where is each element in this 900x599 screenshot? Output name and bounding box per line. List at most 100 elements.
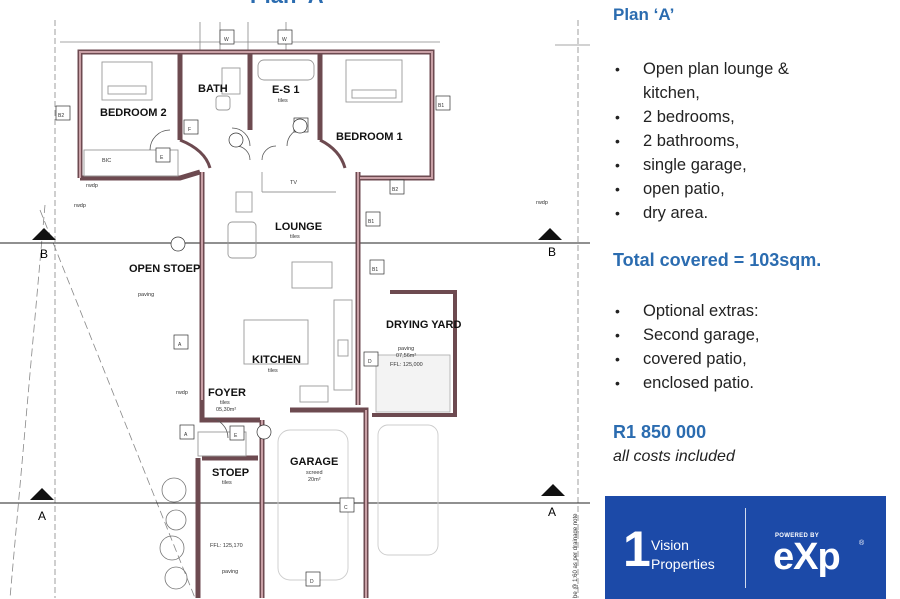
tag-b1: B1 [369,259,385,275]
rwdp-label: rwdp [74,203,86,209]
brand-name-line1: Vision [651,537,689,553]
feature-item: Open plan lounge & kitchen, [605,57,843,105]
svg-text:D: D [368,359,372,365]
section-a-right-label: A [548,505,556,519]
rwdp-label: rwdp [536,200,548,206]
svg-text:B2: B2 [58,113,64,119]
tag-d: D [363,351,379,367]
svg-text:B1: B1 [438,103,444,109]
extra-item: enclosed patio. [605,371,760,395]
tag-e: E [229,425,245,441]
stoep-finish: tiles [222,480,232,486]
features-list: Open plan lounge & kitchen, 2 bedrooms, … [605,57,843,225]
garage-area: 20m² [308,477,321,483]
tag-e: E [155,147,171,163]
extra-item: Second garage, [605,323,760,347]
tag-f: F [183,119,199,135]
kitchen-finish: tiles [268,368,278,374]
plan-title-fragment: Plan 'A' [250,0,329,8]
rwdp-label: rwdp [86,183,98,189]
front-paving: paving [222,569,238,575]
tag-w: W [277,29,293,45]
tag-c: C [339,497,355,513]
section-a: A A [0,484,590,523]
extra-item: covered patio, [605,347,760,371]
svg-text:D: D [310,579,314,585]
room-open-stoep: OPEN STOEP [129,263,200,275]
tag-b2: B2 [55,105,71,121]
tag-b1: B1 [435,95,451,111]
info-panel: Plan ‘A’ Open plan lounge & kitchen, 2 b… [605,0,895,599]
tags: W W B2 B1 B2 B1 B1 A A C F F E E D D [55,29,451,587]
drying-yard-ffl: FFL: 125,000 [390,362,423,368]
room-bath: BATH [198,83,228,95]
section-a-left-label: A [38,509,46,523]
svg-text:W: W [282,37,287,43]
price-note: all costs included [613,448,735,465]
extras-list: Optional extras: Second garage, covered … [605,299,760,395]
open-stoep-finish: paving [138,292,154,298]
drying-yard-finish: paving [398,346,414,352]
front-ffl: FFL: 125,170 [210,543,243,549]
brand-logo-box: 1 Vision Properties POWERED BY eXp ® [605,496,886,599]
floor-plan-drawing: Plan 'A' B B A A [0,0,590,599]
foyer-finish: tiles [220,400,230,406]
svg-text:B1: B1 [372,267,378,273]
plan-heading: Plan ‘A’ [613,5,675,24]
powered-by-label: POWERED BY [775,533,820,539]
feature-item: single garage, [605,153,843,177]
room-es1: E-S 1 [272,84,300,96]
room-kitchen: KITCHEN [252,354,301,366]
brand-number: 1 [623,521,651,577]
room-stoep: STOEP [212,467,249,479]
svg-text:E: E [160,155,164,161]
registered-mark: ® [859,540,865,547]
tag-b2: B2 [389,179,405,195]
exp-logo: eXp [773,536,841,578]
svg-text:F: F [188,127,191,133]
drainage-note: be @ 1:60 as per drainage note [573,513,579,598]
room-garage: GARAGE [290,456,338,468]
svg-text:C: C [344,505,348,511]
foyer-area: 05,30m² [216,407,236,413]
tag-a: A [173,334,189,350]
wall-infill [79,51,433,598]
section-b: B B [0,228,590,261]
price: R1 850 000 [613,422,707,442]
section-b-left-label: B [40,247,48,261]
brand-divider [745,508,746,588]
svg-text:B2: B2 [392,187,398,193]
room-foyer: FOYER [208,387,246,399]
drying-yard-area: 07,56m² [396,353,416,359]
feature-item: 2 bathrooms, [605,129,843,153]
section-b-right-label: B [548,245,556,259]
lounge-finish: tiles [290,234,300,240]
drying-yard-wall [372,290,457,417]
floor-plan-svg: Plan 'A' B B A A [0,0,590,599]
feature-item: 2 bedrooms, [605,105,843,129]
extra-item: Optional extras: [605,299,760,323]
tag-d: D [305,571,321,587]
room-lounge: LOUNGE [275,221,322,233]
finish-labels: tiles tiles paving paving 07,56m² FFL: 1… [74,98,548,575]
site-lines [9,20,590,599]
svg-text:A: A [178,342,182,348]
rwdp-label: rwdp [176,390,188,396]
trees [159,477,188,590]
bic-label: BIC [102,158,111,164]
brand-name: Vision Properties [651,536,715,574]
room-labels: BEDROOM 2 BATH E-S 1 BEDROOM 1 LOUNGE OP… [100,83,461,479]
brand-name-line2: Properties [651,556,715,572]
tag-b1: B1 [365,211,381,227]
garage-finish: screed [306,470,323,476]
tag-a: A [179,424,195,440]
es1-finish: tiles [278,98,288,104]
feature-item: dry area. [605,201,843,225]
feature-item: open patio, [605,177,843,201]
tag-w: W [219,29,235,45]
room-drying-yard: DRYING YARD [386,319,461,331]
svg-text:W: W [224,37,229,43]
svg-text:E: E [234,433,238,439]
tv-label: TV [290,180,297,186]
room-bedroom-2: BEDROOM 2 [100,107,167,119]
